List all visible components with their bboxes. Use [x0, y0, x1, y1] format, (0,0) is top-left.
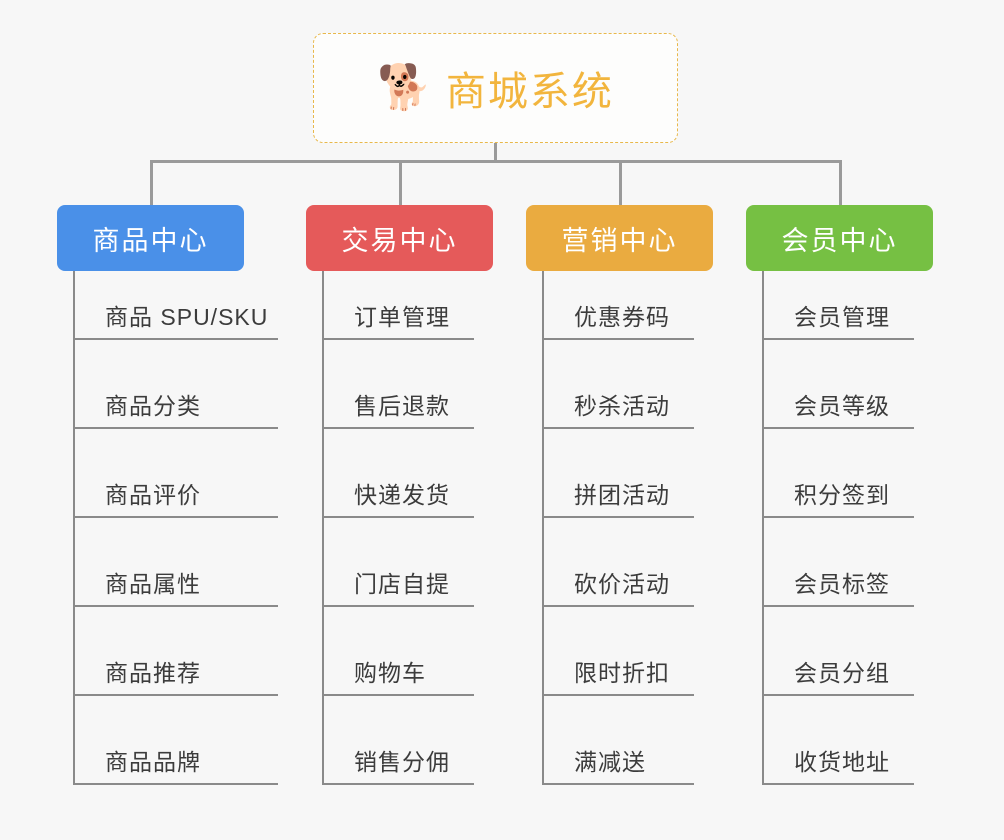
- leaf-item-rule: [762, 605, 914, 607]
- leaf-item-rule: [73, 783, 278, 785]
- leaf-item[interactable]: 商品分类: [73, 387, 278, 429]
- leaf-item-rule: [542, 516, 694, 518]
- connector-header-stem-1: [149, 160, 153, 205]
- leaf-item-rule: [322, 783, 474, 785]
- leaf-item-rule: [322, 516, 474, 518]
- leaf-item-label: 商品 SPU/SKU: [105, 304, 269, 330]
- leaf-item-rule: [762, 427, 914, 429]
- leaf-item-rule: [762, 694, 914, 696]
- leaf-item[interactable]: 售后退款: [322, 387, 474, 429]
- leaf-item[interactable]: 会员标签: [762, 565, 914, 607]
- branch-header-3[interactable]: 营销中心: [526, 205, 713, 271]
- root-title: 商城系统: [445, 70, 614, 114]
- leaf-item-label: 商品属性: [105, 571, 201, 597]
- leaf-item[interactable]: 商品品牌: [73, 743, 278, 785]
- leaf-item-label: 商品品牌: [105, 749, 201, 775]
- branch-header-1[interactable]: 商品中心: [57, 205, 244, 271]
- leaf-item[interactable]: 优惠券码: [542, 298, 694, 340]
- branch-column-2: 交易中心订单管理售后退款快递发货门店自提购物车销售分佣: [306, 205, 493, 785]
- branch-column-4: 会员中心会员管理会员等级积分签到会员标签会员分组收货地址: [746, 205, 933, 785]
- branch-spine-4: [762, 271, 764, 785]
- leaf-item[interactable]: 会员分组: [762, 654, 914, 696]
- leaf-item-rule: [762, 783, 914, 785]
- leaf-item[interactable]: 拼团活动: [542, 476, 694, 518]
- connector-header-stem-4: [838, 160, 842, 205]
- leaf-item-rule: [762, 516, 914, 518]
- leaf-item-label: 门店自提: [354, 571, 450, 597]
- leaf-item-rule: [322, 427, 474, 429]
- leaf-item-label: 收货地址: [794, 749, 890, 775]
- leaf-item[interactable]: 快递发货: [322, 476, 474, 518]
- leaf-item-label: 会员标签: [794, 571, 890, 597]
- leaf-item-label: 商品评价: [105, 482, 201, 508]
- branch-header-4[interactable]: 会员中心: [746, 205, 933, 271]
- leaf-item[interactable]: 购物车: [322, 654, 474, 696]
- leaf-item[interactable]: 会员等级: [762, 387, 914, 429]
- leaf-item-label: 订单管理: [354, 304, 450, 330]
- branch-spine-2: [322, 271, 324, 785]
- leaf-item-rule: [542, 783, 694, 785]
- leaf-item[interactable]: 收货地址: [762, 743, 914, 785]
- leaf-item-label: 售后退款: [354, 393, 450, 419]
- leaf-item[interactable]: 会员管理: [762, 298, 914, 340]
- leaf-item-label: 商品分类: [105, 393, 201, 419]
- shiba-dog-face-icon: 🐕: [377, 63, 432, 112]
- leaf-item-label: 优惠券码: [574, 304, 670, 330]
- leaf-item-label: 限时折扣: [574, 660, 670, 686]
- leaf-item-rule: [73, 516, 278, 518]
- leaf-item-rule: [322, 605, 474, 607]
- leaf-item[interactable]: 砍价活动: [542, 565, 694, 607]
- leaf-item-label: 购物车: [354, 660, 426, 686]
- leaf-item[interactable]: 商品 SPU/SKU: [73, 298, 278, 340]
- branch-column-3: 营销中心优惠券码秒杀活动拼团活动砍价活动限时折扣满减送: [526, 205, 713, 785]
- leaf-item-label: 快递发货: [354, 482, 450, 508]
- leaf-item[interactable]: 商品推荐: [73, 654, 278, 696]
- leaf-item-rule: [542, 427, 694, 429]
- leaf-item-label: 拼团活动: [574, 482, 670, 508]
- leaf-item-rule: [762, 338, 914, 340]
- leaf-item-rule: [73, 338, 278, 340]
- leaf-item-label: 砍价活动: [574, 571, 670, 597]
- leaf-item-rule: [542, 694, 694, 696]
- branch-spine-3: [542, 271, 544, 785]
- connector-root-stem: [494, 143, 497, 163]
- leaf-item-label: 满减送: [574, 749, 646, 775]
- connector-horizontal-bus: [150, 160, 840, 163]
- leaf-item-label: 秒杀活动: [574, 393, 670, 419]
- leaf-item-rule: [322, 694, 474, 696]
- leaf-item[interactable]: 积分签到: [762, 476, 914, 518]
- connector-header-stem-3: [618, 160, 622, 205]
- leaf-item[interactable]: 销售分佣: [322, 743, 474, 785]
- leaf-item[interactable]: 商品评价: [73, 476, 278, 518]
- leaf-item-label: 销售分佣: [354, 749, 450, 775]
- leaf-item[interactable]: 限时折扣: [542, 654, 694, 696]
- branch-header-2[interactable]: 交易中心: [306, 205, 493, 271]
- leaf-item[interactable]: 门店自提: [322, 565, 474, 607]
- leaf-item-rule: [322, 338, 474, 340]
- leaf-item-label: 会员等级: [794, 393, 890, 419]
- leaf-item-rule: [73, 694, 278, 696]
- leaf-item[interactable]: 秒杀活动: [542, 387, 694, 429]
- leaf-item[interactable]: 订单管理: [322, 298, 474, 340]
- leaf-item-rule: [542, 338, 694, 340]
- root-node[interactable]: 🐕 商城系统: [313, 33, 678, 143]
- branch-column-1: 商品中心商品 SPU/SKU 商品分类商品评价商品属性商品推荐商品品牌: [57, 205, 278, 785]
- branch-spine-1: [73, 271, 75, 785]
- leaf-item[interactable]: 商品属性: [73, 565, 278, 607]
- leaf-item-rule: [73, 605, 278, 607]
- leaf-item-rule: [542, 605, 694, 607]
- connector-header-stem-2: [398, 160, 402, 205]
- leaf-item[interactable]: 满减送: [542, 743, 694, 785]
- leaf-item-label: 积分签到: [794, 482, 890, 508]
- leaf-item-rule: [73, 427, 278, 429]
- leaf-item-label: 会员分组: [794, 660, 890, 686]
- leaf-item-label: 商品推荐: [105, 660, 201, 686]
- leaf-item-label: 会员管理: [794, 304, 890, 330]
